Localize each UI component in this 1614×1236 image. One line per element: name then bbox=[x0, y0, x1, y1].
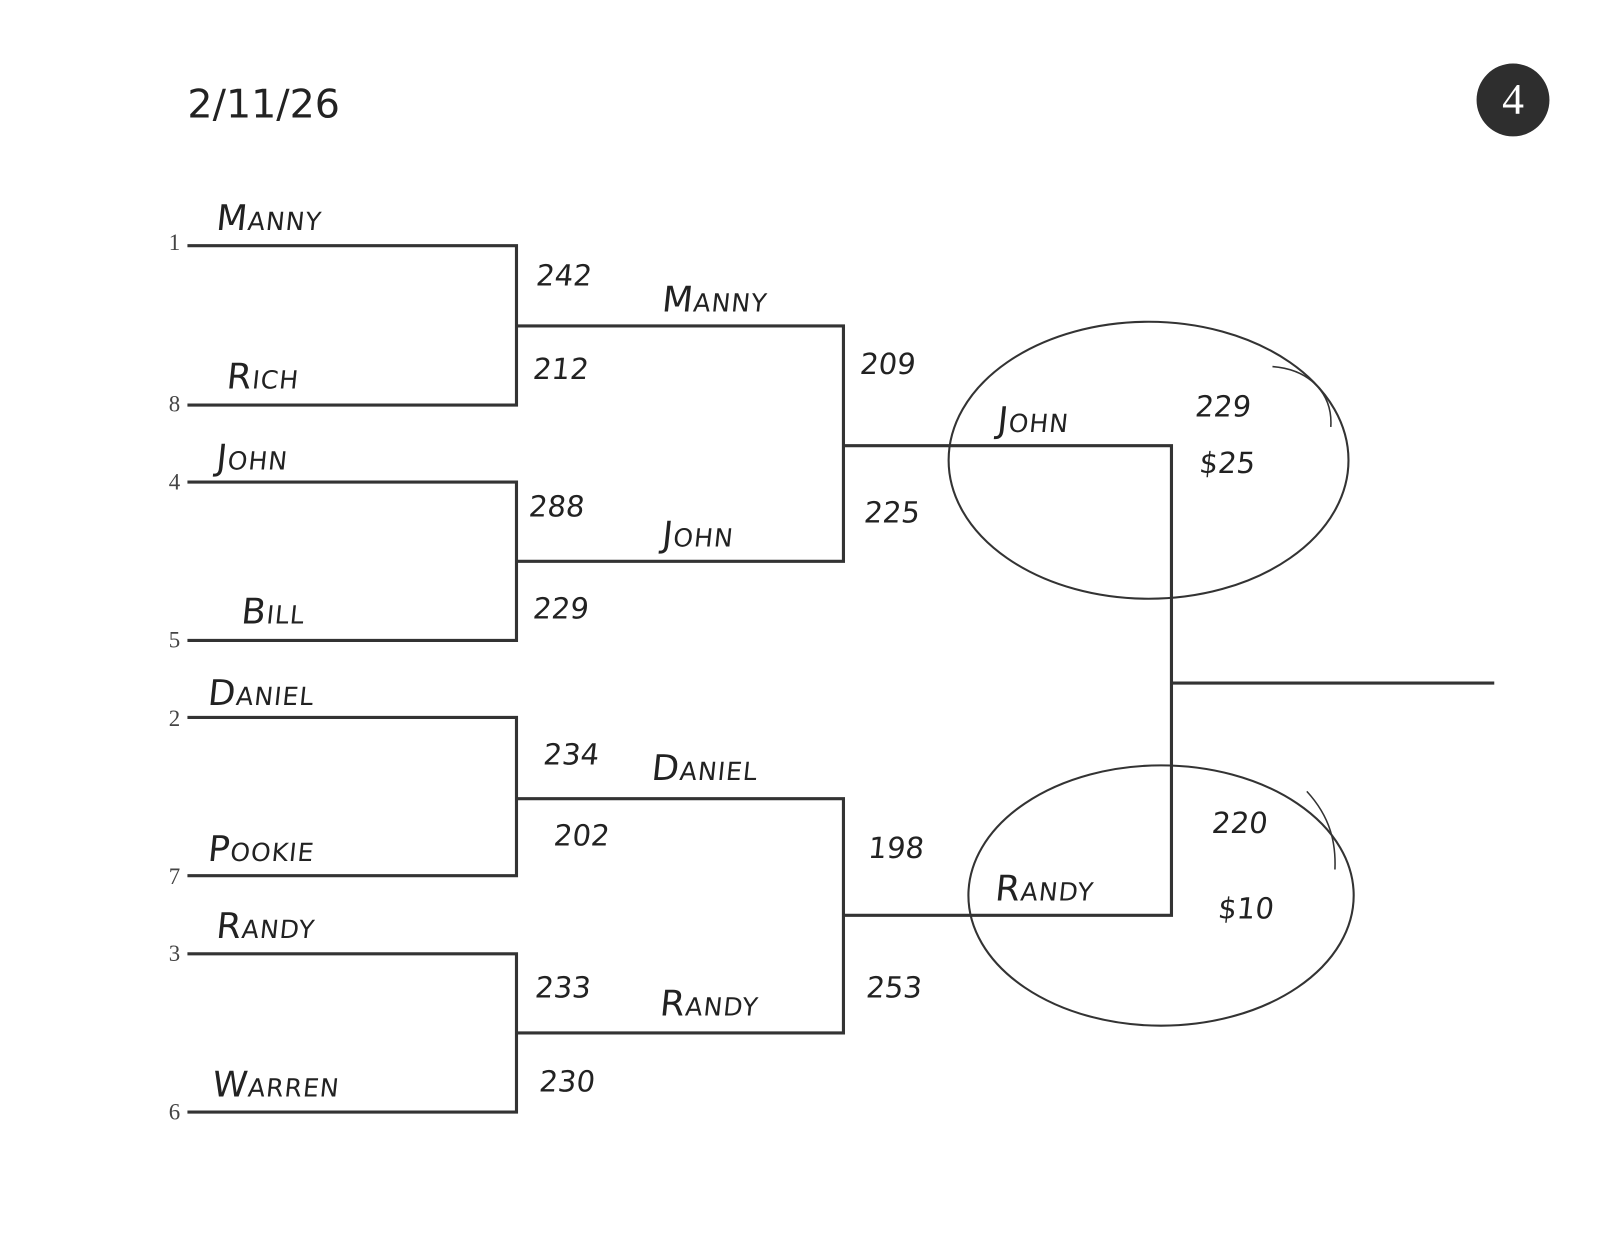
prize: $10 bbox=[1216, 891, 1276, 926]
player-name: John bbox=[660, 514, 737, 557]
finalist-score: 220 bbox=[1210, 805, 1270, 841]
score: 253 bbox=[864, 970, 924, 1005]
score: 230 bbox=[537, 1064, 597, 1099]
prize: $25 bbox=[1197, 445, 1258, 481]
seed: 8 bbox=[168, 390, 181, 417]
score: 234 bbox=[541, 737, 602, 772]
seed: 2 bbox=[168, 704, 181, 731]
player-name: Manny bbox=[214, 197, 325, 240]
score: 229 bbox=[531, 591, 591, 626]
match-2-lines bbox=[187, 480, 519, 642]
player-name: Bill bbox=[239, 591, 308, 634]
score: 225 bbox=[862, 495, 922, 531]
finalist-score: 229 bbox=[1193, 389, 1253, 424]
player-name: Randy bbox=[657, 982, 762, 1025]
player-name: Daniel bbox=[206, 672, 317, 715]
final-lines bbox=[843, 444, 1174, 917]
score: 233 bbox=[533, 970, 593, 1005]
seed: 6 bbox=[168, 1098, 181, 1125]
date: 2/11/26 bbox=[187, 81, 340, 128]
player-name: Daniel bbox=[649, 747, 761, 790]
finalist-2-circle bbox=[967, 764, 1355, 1027]
score: 242 bbox=[534, 258, 594, 293]
seed: 1 bbox=[168, 229, 181, 256]
player-name: John bbox=[214, 437, 291, 479]
player-name: Manny bbox=[660, 279, 770, 321]
player-name: Warren bbox=[210, 1064, 343, 1106]
match-4-lines bbox=[187, 952, 519, 1114]
player-name: Randy bbox=[214, 905, 318, 948]
page-number: 4 bbox=[1476, 63, 1550, 137]
seed: 3 bbox=[168, 940, 181, 967]
seed: 5 bbox=[168, 626, 181, 653]
finalist-1-circle bbox=[947, 320, 1350, 600]
player-name: Rich bbox=[224, 356, 302, 398]
finalist-name: John bbox=[995, 399, 1072, 442]
match-3-lines bbox=[187, 715, 519, 878]
seed: 4 bbox=[168, 468, 181, 495]
player-name: Pookie bbox=[206, 828, 317, 871]
score: 288 bbox=[527, 489, 587, 524]
seed: 7 bbox=[168, 863, 181, 890]
score: 198 bbox=[866, 830, 926, 866]
finalist-name: Randy bbox=[993, 868, 1097, 911]
score: 212 bbox=[531, 351, 591, 387]
semi-1-lines bbox=[516, 324, 846, 563]
score: 202 bbox=[552, 818, 612, 853]
score: 209 bbox=[858, 346, 918, 382]
match-1-lines bbox=[187, 244, 519, 407]
